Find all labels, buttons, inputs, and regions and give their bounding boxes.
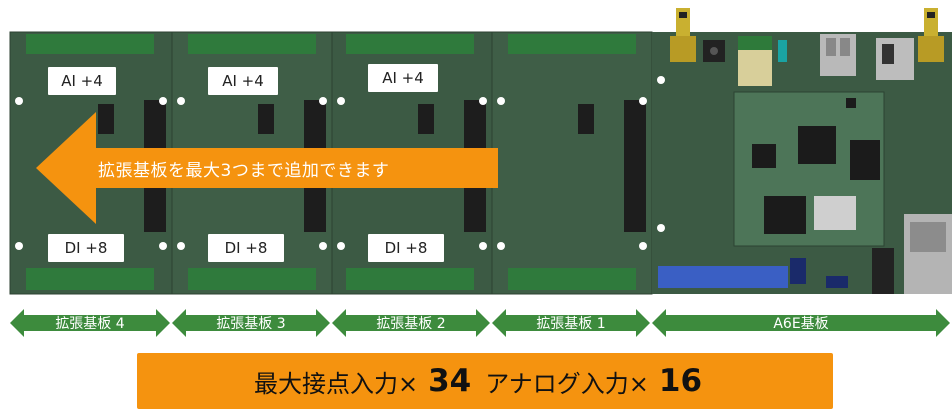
ai-label-board-4: AI +4 (48, 67, 116, 95)
di-label-board-4: DI +8 (48, 234, 124, 262)
section-label-expansion-2: 拡張基板 2 (376, 316, 446, 332)
contact-input-value: 34 (428, 363, 472, 399)
ai-label-board-3: AI +4 (208, 67, 278, 95)
analog-input-value: 16 (658, 363, 703, 399)
arrow-caption: 拡張基板を最大3つまで追加できます (98, 160, 390, 181)
expand-arrow (36, 112, 498, 224)
contact-input-label: 最大接点入力× (253, 369, 419, 398)
summary-banner: 最大接点入力× 34 アナログ入力× 16 (137, 353, 833, 409)
ai-label-board-2: AI +4 (368, 64, 438, 92)
mounting-holes (15, 76, 665, 250)
di-label-board-2: DI +8 (368, 234, 444, 262)
section-label-a6e: A6E基板 (773, 316, 829, 332)
section-label-expansion-4: 拡張基板 4 (55, 316, 125, 332)
analog-input-label: アナログ入力× (485, 369, 649, 398)
terminal-blocks (26, 34, 636, 290)
section-label-expansion-1: 拡張基板 1 (536, 316, 606, 332)
a6e-board (652, 8, 952, 294)
section-bar (10, 309, 950, 337)
di-label-board-3: DI +8 (208, 234, 284, 262)
section-label-expansion-3: 拡張基板 3 (216, 316, 286, 332)
